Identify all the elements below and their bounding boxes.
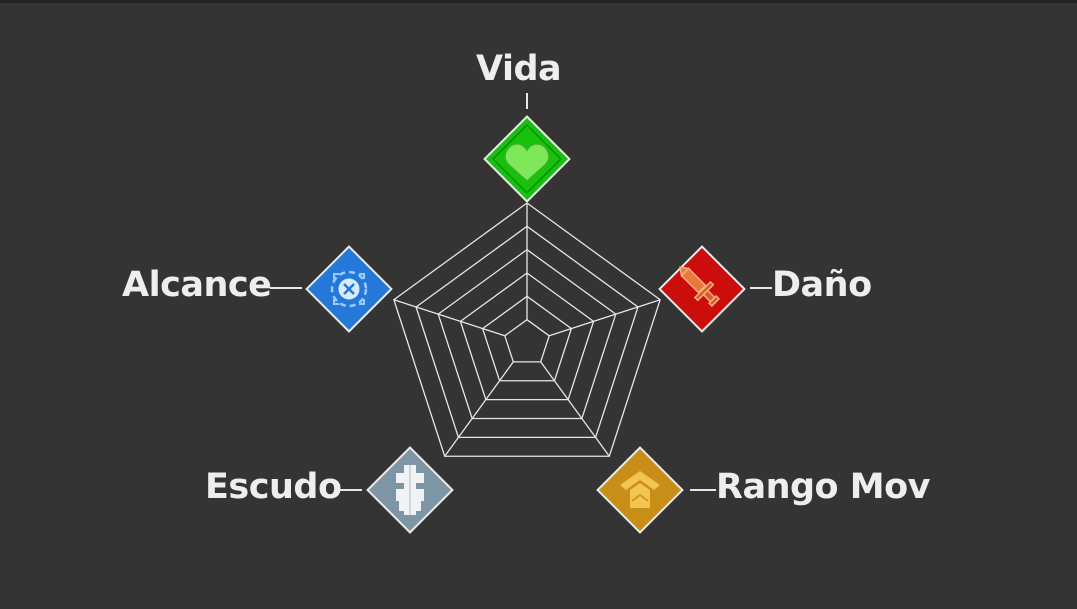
vida-connector (526, 93, 528, 109)
dano-badge (658, 245, 746, 333)
grid-ring (459, 272, 595, 401)
grid-spoke (540, 361, 610, 457)
radar-chart (305, 115, 746, 534)
rango-mov-connector (690, 489, 716, 491)
stat-label-vida: Vida (476, 49, 562, 89)
heart-icon (504, 143, 550, 183)
escudo-connector (336, 489, 362, 491)
grid-ring (415, 225, 639, 439)
crosshair-icon (330, 270, 368, 308)
stat-label-rango-mov: Rango Mov (716, 467, 930, 507)
escudo-badge (366, 446, 454, 534)
stat-label-dano: Daño (772, 265, 872, 305)
vida-badge (483, 115, 571, 203)
grid-spoke (393, 299, 506, 337)
alcance-badge (305, 245, 393, 333)
grid-spoke (548, 299, 661, 337)
grid-ring (437, 248, 617, 420)
dano-connector (750, 287, 772, 289)
alcance-connector (270, 287, 302, 289)
stat-label-escudo: Escudo (205, 467, 342, 507)
rango-mov-badge (596, 446, 684, 534)
grid-ring (393, 202, 661, 457)
grid-spoke (444, 361, 514, 457)
radar-grid (393, 202, 661, 457)
stat-label-alcance: Alcance (122, 265, 272, 305)
sword-icon (679, 266, 721, 308)
grid-ring (481, 295, 573, 382)
grid-ring (504, 318, 550, 363)
